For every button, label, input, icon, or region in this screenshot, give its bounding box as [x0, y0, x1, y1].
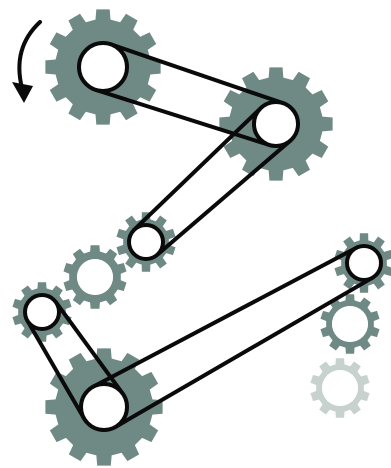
gear-right-top-pulley: [347, 246, 381, 280]
gear-top-left-pulley: [79, 43, 127, 91]
counterclockwise-arrow-icon: [12, 22, 40, 103]
gear-idle-left-hole: [77, 259, 113, 295]
gear-lower-left-pulley: [25, 295, 59, 329]
gear-right-faded-hole: [322, 370, 358, 406]
gear-bottom-large-pulley: [81, 384, 127, 430]
rotation-arc: [19, 22, 40, 88]
gear-middle-small-pulley: [129, 225, 163, 259]
belt-diagonal-side-1: [134, 108, 261, 230]
rotation-arrowhead: [12, 82, 33, 103]
gear-right-mid-hole: [332, 306, 368, 342]
belt-diagonal-side-2: [157, 141, 290, 255]
gear-upper-right-pulley: [254, 102, 298, 146]
